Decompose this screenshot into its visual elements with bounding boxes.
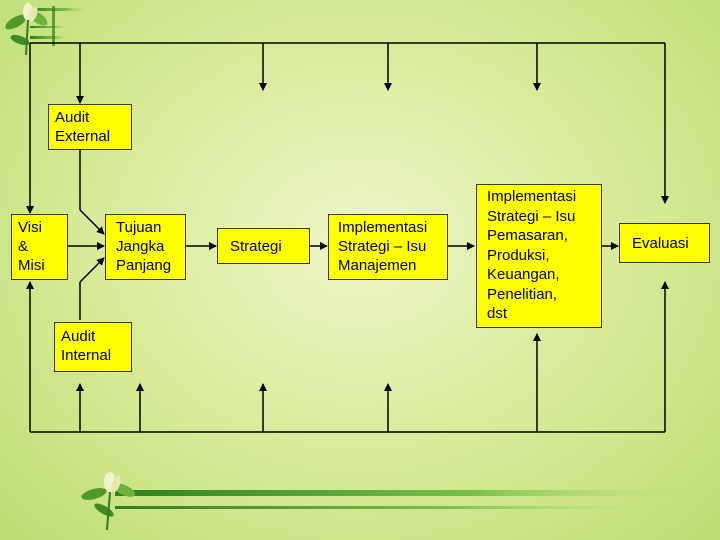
visi-misi-line3: Misi [18, 257, 45, 274]
impl-fungsional-box: Implementasi Strategi – Isu Pemasaran, P… [476, 184, 602, 328]
strategi-box: Strategi [217, 228, 310, 264]
bottom-decor-bars [115, 490, 715, 509]
impl-fungsional-line2: Strategi – Isu [487, 207, 576, 225]
impl-fungsional-line4: Produksi, [487, 246, 550, 264]
leaf-flower-icon [81, 472, 136, 531]
impl-manajemen-box: Implementasi Strategi – Isu Manajemen [328, 214, 448, 280]
impl-fungsional-line3: Pemasaran, [487, 227, 568, 244]
evaluasi-line1: Evaluasi [632, 235, 689, 252]
audit-external-line2: External [55, 128, 111, 145]
audit-internal-box: Audit Internal [54, 322, 132, 372]
bottom-feedback-rail [26, 281, 669, 433]
impl-manajemen-line1: Implementasi [338, 219, 428, 236]
flow-arrows [68, 150, 619, 320]
top-decor-bars [30, 6, 90, 46]
impl-manajemen-line3: Manajemen [338, 257, 417, 274]
visi-misi-line2: & [18, 238, 29, 255]
audit-external-box: Audit External [48, 104, 132, 150]
impl-fungsional-line6: Penelitian, [487, 285, 558, 303]
top-feedback-rail [26, 42, 669, 214]
evaluasi-box: Evaluasi [619, 223, 710, 263]
audit-external-line1: Audit [55, 109, 90, 126]
visi-misi-line1: Visi [18, 219, 42, 236]
tujuan-line1: Tujuan [116, 219, 162, 236]
impl-fungsional-line7: dst [487, 305, 508, 322]
impl-fungsional-line5: Keuangan, [487, 266, 560, 283]
audit-internal-line1: Audit [61, 328, 96, 345]
impl-fungsional-line1: Implementasi [487, 188, 577, 205]
tujuan-line2: Jangka [116, 238, 165, 255]
visi-misi-box: Visi & Misi [11, 214, 68, 280]
leaf-flower-icon [5, 3, 48, 56]
impl-manajemen-line2: Strategi – Isu [338, 238, 427, 255]
audit-internal-line2: Internal [61, 347, 112, 364]
tujuan-box: Tujuan Jangka Panjang [105, 214, 186, 280]
strategi-line1: Strategi [230, 238, 282, 255]
tujuan-line3: Panjang [116, 257, 172, 274]
